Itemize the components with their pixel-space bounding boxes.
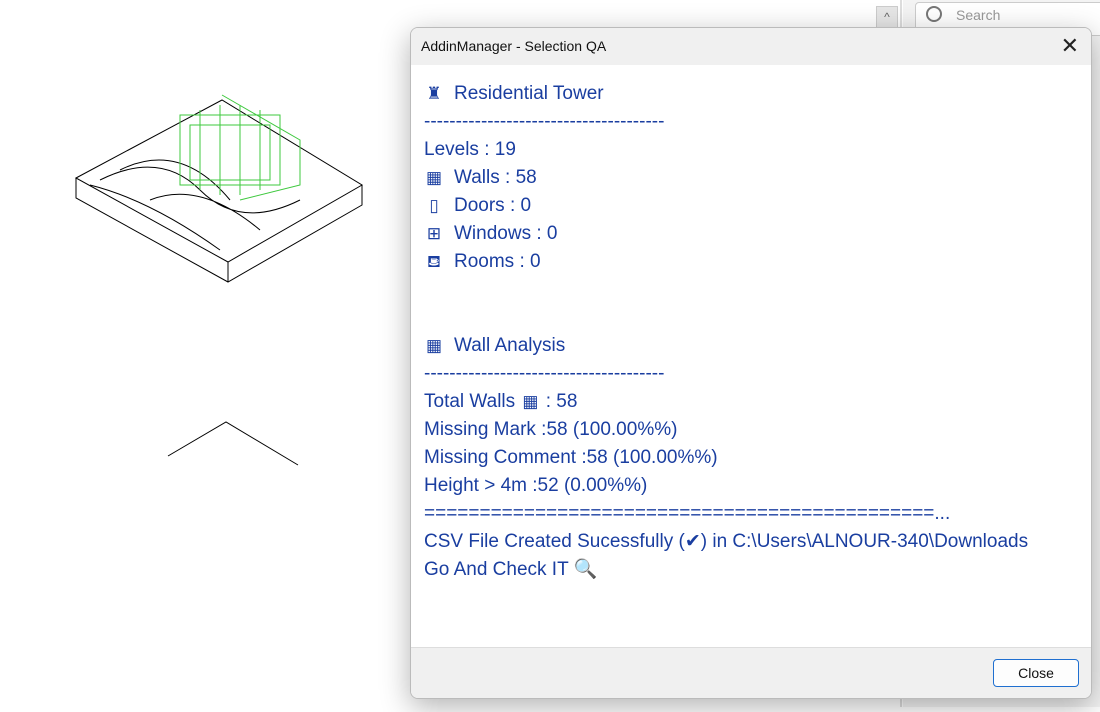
check-message: Go And Check IT <box>424 559 569 580</box>
separator: -------------------------------------- <box>424 111 665 132</box>
height-over-4m: Height > 4m :52 (0.00%%) <box>424 475 648 496</box>
window-title: AddinManager - Selection QA <box>421 38 607 54</box>
checkmark-icon: ✔ <box>684 531 701 552</box>
walls-count: Walls : 58 <box>454 167 537 188</box>
csv-path: ) in C:\Users\ALNOUR-340\Downloads <box>700 531 1029 552</box>
missing-mark: Missing Mark :58 (100.00%%) <box>424 419 678 440</box>
tower-icon: ♜ <box>426 84 442 103</box>
magnifier-icon: 🔍 <box>573 559 598 580</box>
wall-analysis-title: Wall Analysis <box>454 335 566 356</box>
csv-message: CSV File Created Sucessfully ( <box>424 531 685 552</box>
bed-icon: ⛾ <box>427 252 441 271</box>
windows-count: Windows : 0 <box>454 223 558 244</box>
wall-brick-icon: ▦ <box>425 336 443 355</box>
search-placeholder: Search <box>956 7 1001 23</box>
close-icon[interactable]: ✕ <box>1060 33 1079 58</box>
window-icon: ⊞ <box>426 224 442 243</box>
missing-comment: Missing Comment :58 (100.00%%) <box>424 447 718 468</box>
report-title: Residential Tower <box>454 83 604 104</box>
wall-brick-icon: ▦ <box>425 168 443 187</box>
report-content: ♜ Residential Tower ---------------------… <box>424 80 1028 584</box>
rooms-count: Rooms : 0 <box>454 251 541 272</box>
dialog-footer: Close <box>411 647 1091 698</box>
total-walls-label: Total Walls <box>424 391 516 412</box>
separator: -------------------------------------- <box>424 363 665 384</box>
scroll-up-button[interactable]: ^ <box>876 6 898 28</box>
wall-brick-icon: ▦ <box>522 392 539 411</box>
search-icon <box>926 6 942 22</box>
levels-count: Levels : 19 <box>424 139 516 160</box>
title-bar: AddinManager - Selection QA ✕ <box>411 28 1091 65</box>
3d-model-view <box>74 94 363 466</box>
selection-qa-dialog: AddinManager - Selection QA ✕ ♜ Residenti… <box>410 27 1092 699</box>
total-walls-value: : 58 <box>540 391 578 412</box>
close-button[interactable]: Close <box>993 659 1079 687</box>
door-icon: ▯ <box>429 196 439 215</box>
doors-count: Doors : 0 <box>454 195 532 216</box>
separator-equals: ========================================… <box>424 503 951 524</box>
